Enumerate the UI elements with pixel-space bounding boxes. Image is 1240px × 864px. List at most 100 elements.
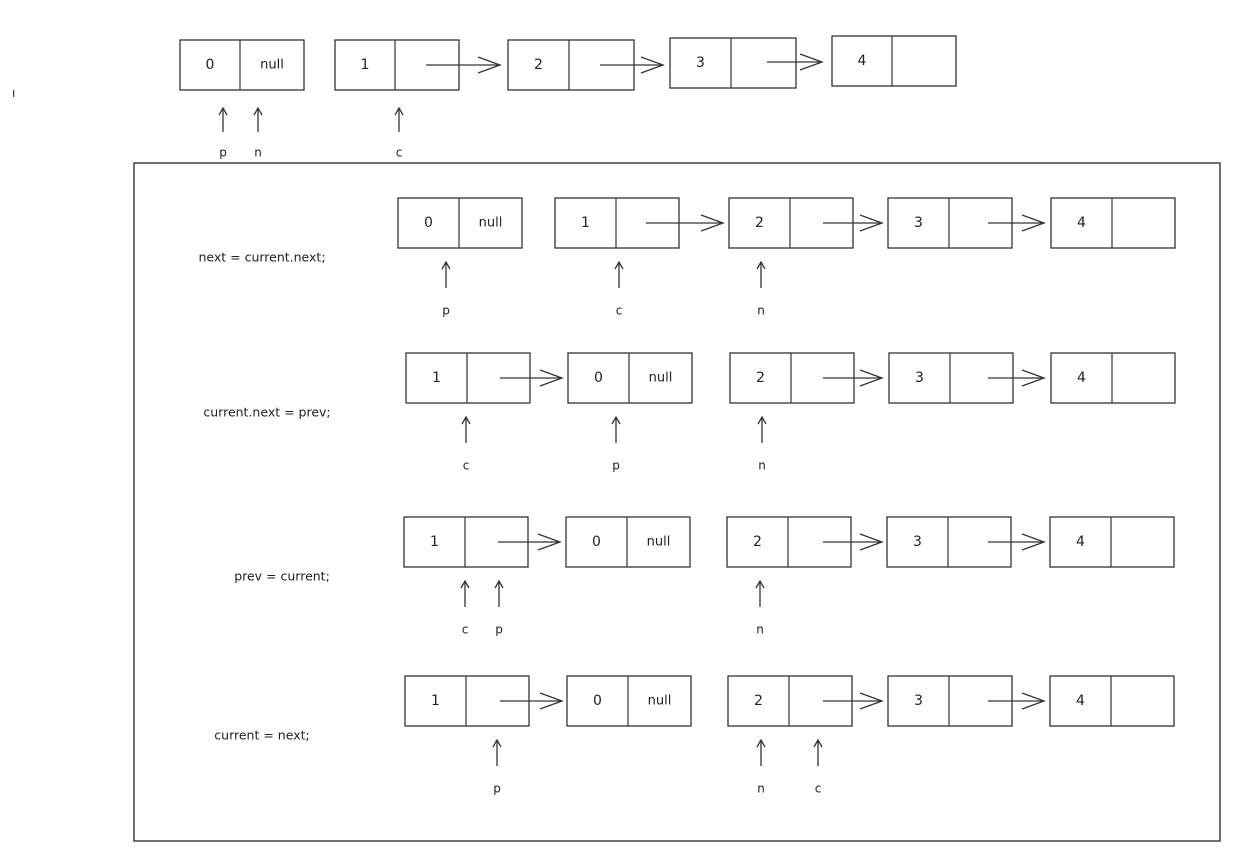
node-value: 3 bbox=[696, 55, 705, 71]
node-outline bbox=[1049, 516, 1175, 568]
step-3-node-4: 4 bbox=[1049, 516, 1175, 568]
step-1-link-0 bbox=[646, 214, 725, 232]
node-value: 1 bbox=[430, 534, 439, 550]
step-3-node-0: 0 null bbox=[565, 516, 691, 568]
node-value: 0 bbox=[594, 370, 603, 386]
node-outline bbox=[1050, 352, 1176, 404]
step-3-pointer-p: p bbox=[495, 623, 503, 637]
step-2-node-4: 4 bbox=[1050, 352, 1176, 404]
arrow-head bbox=[253, 106, 263, 116]
node-next-value: null bbox=[647, 535, 671, 550]
step-4-node-0: 0 null bbox=[566, 675, 692, 727]
node-next-value: null bbox=[649, 371, 673, 386]
node-value: 1 bbox=[432, 370, 441, 386]
node-value: 0 bbox=[424, 215, 433, 231]
step-3-link-2 bbox=[988, 533, 1046, 551]
step-2-link-1 bbox=[823, 369, 884, 387]
step-4-pointer-p: p bbox=[493, 782, 501, 796]
stray-mark: ı bbox=[12, 86, 16, 100]
arrow-head bbox=[700, 214, 725, 232]
node-value: 2 bbox=[755, 215, 764, 231]
arrow-head bbox=[611, 415, 621, 425]
arrow-head bbox=[539, 369, 564, 387]
step-3-link-0 bbox=[498, 533, 562, 551]
node-value: 3 bbox=[914, 215, 923, 231]
step-3-pointer-arrow-c bbox=[460, 579, 470, 607]
step-2-pointer-c: c bbox=[463, 459, 470, 473]
step-1-pointer-c: c bbox=[616, 304, 623, 318]
step-3-pointer-n: n bbox=[756, 623, 764, 637]
arrow-head bbox=[757, 415, 767, 425]
arrow-head bbox=[494, 579, 504, 589]
arrow-head bbox=[477, 56, 502, 74]
step-2-pointer-arrow-c bbox=[461, 415, 471, 443]
arrow-head bbox=[799, 53, 824, 71]
node-value: 1 bbox=[361, 57, 370, 73]
node-value: 3 bbox=[913, 534, 922, 550]
arrow-head bbox=[537, 533, 562, 551]
step-4-pointer-n: n bbox=[757, 782, 765, 796]
initial-pointer-p: p bbox=[219, 146, 227, 160]
step-1-pointer-arrow-n bbox=[756, 260, 766, 288]
node-next-value: null bbox=[648, 694, 672, 709]
arrow-head bbox=[1021, 692, 1046, 710]
arrow-head bbox=[218, 106, 228, 116]
arrow-head bbox=[640, 56, 665, 74]
initial-pointer-arrow-n bbox=[253, 106, 263, 132]
node-value: 4 bbox=[1076, 693, 1085, 709]
step-3-link-1 bbox=[823, 533, 884, 551]
node-value: 0 bbox=[206, 57, 215, 73]
arrow-head bbox=[859, 214, 884, 232]
arrow-head bbox=[394, 106, 404, 116]
node-outline bbox=[566, 675, 692, 727]
step-1-pointer-arrow-c bbox=[614, 260, 624, 288]
step-1-pointer-n: n bbox=[757, 304, 765, 318]
step-1-pointer-p: p bbox=[442, 304, 450, 318]
step-2-pointer-arrow-n bbox=[757, 415, 767, 443]
initial-node-3: 3 bbox=[669, 37, 797, 89]
node-value: 4 bbox=[1076, 534, 1085, 550]
step-3-pointer-arrow-p bbox=[494, 579, 504, 607]
step-1-link-1 bbox=[823, 214, 884, 232]
arrow-head bbox=[1021, 369, 1046, 387]
node-value: 2 bbox=[754, 693, 763, 709]
node-outline bbox=[397, 197, 523, 249]
arrow-head bbox=[755, 579, 765, 589]
node-value: 3 bbox=[914, 693, 923, 709]
node-value: 0 bbox=[593, 693, 602, 709]
step-code-4: current = next; bbox=[214, 728, 309, 743]
arrow-head bbox=[859, 369, 884, 387]
step-4-link-1 bbox=[823, 692, 884, 710]
step-4-node-3: 3 bbox=[887, 675, 1013, 727]
arrow-head bbox=[756, 260, 766, 270]
initial-link-2-3 bbox=[600, 56, 665, 74]
arrow-head bbox=[756, 738, 766, 748]
node-value: 2 bbox=[753, 534, 762, 550]
step-2-pointer-n: n bbox=[758, 459, 766, 473]
step-3-pointer-arrow-n bbox=[755, 579, 765, 607]
step-4-pointer-arrow-n bbox=[756, 738, 766, 766]
node-outline bbox=[1049, 675, 1175, 727]
step-4-pointer-c: c bbox=[815, 782, 822, 796]
node-outline bbox=[831, 35, 957, 87]
step-1-pointer-arrow-p bbox=[441, 260, 451, 288]
step-code-3: prev = current; bbox=[234, 569, 330, 584]
arrow-head bbox=[441, 260, 451, 270]
arrow-head bbox=[1021, 214, 1046, 232]
step-2-link-2 bbox=[988, 369, 1046, 387]
node-value: 2 bbox=[534, 57, 543, 73]
step-3-pointer-c: c bbox=[462, 623, 469, 637]
node-value: 1 bbox=[581, 215, 590, 231]
node-value: 4 bbox=[858, 53, 867, 69]
arrow-head bbox=[1021, 533, 1046, 551]
initial-pointer-arrow-p bbox=[218, 106, 228, 132]
node-value: 4 bbox=[1077, 370, 1086, 386]
step-code-2: current.next = prev; bbox=[203, 405, 330, 420]
node-value: 0 bbox=[592, 534, 601, 550]
step-4-pointer-arrow-p bbox=[492, 738, 502, 766]
arrow-head bbox=[492, 738, 502, 748]
initial-pointer-c: c bbox=[396, 146, 403, 160]
arrow-head bbox=[859, 533, 884, 551]
